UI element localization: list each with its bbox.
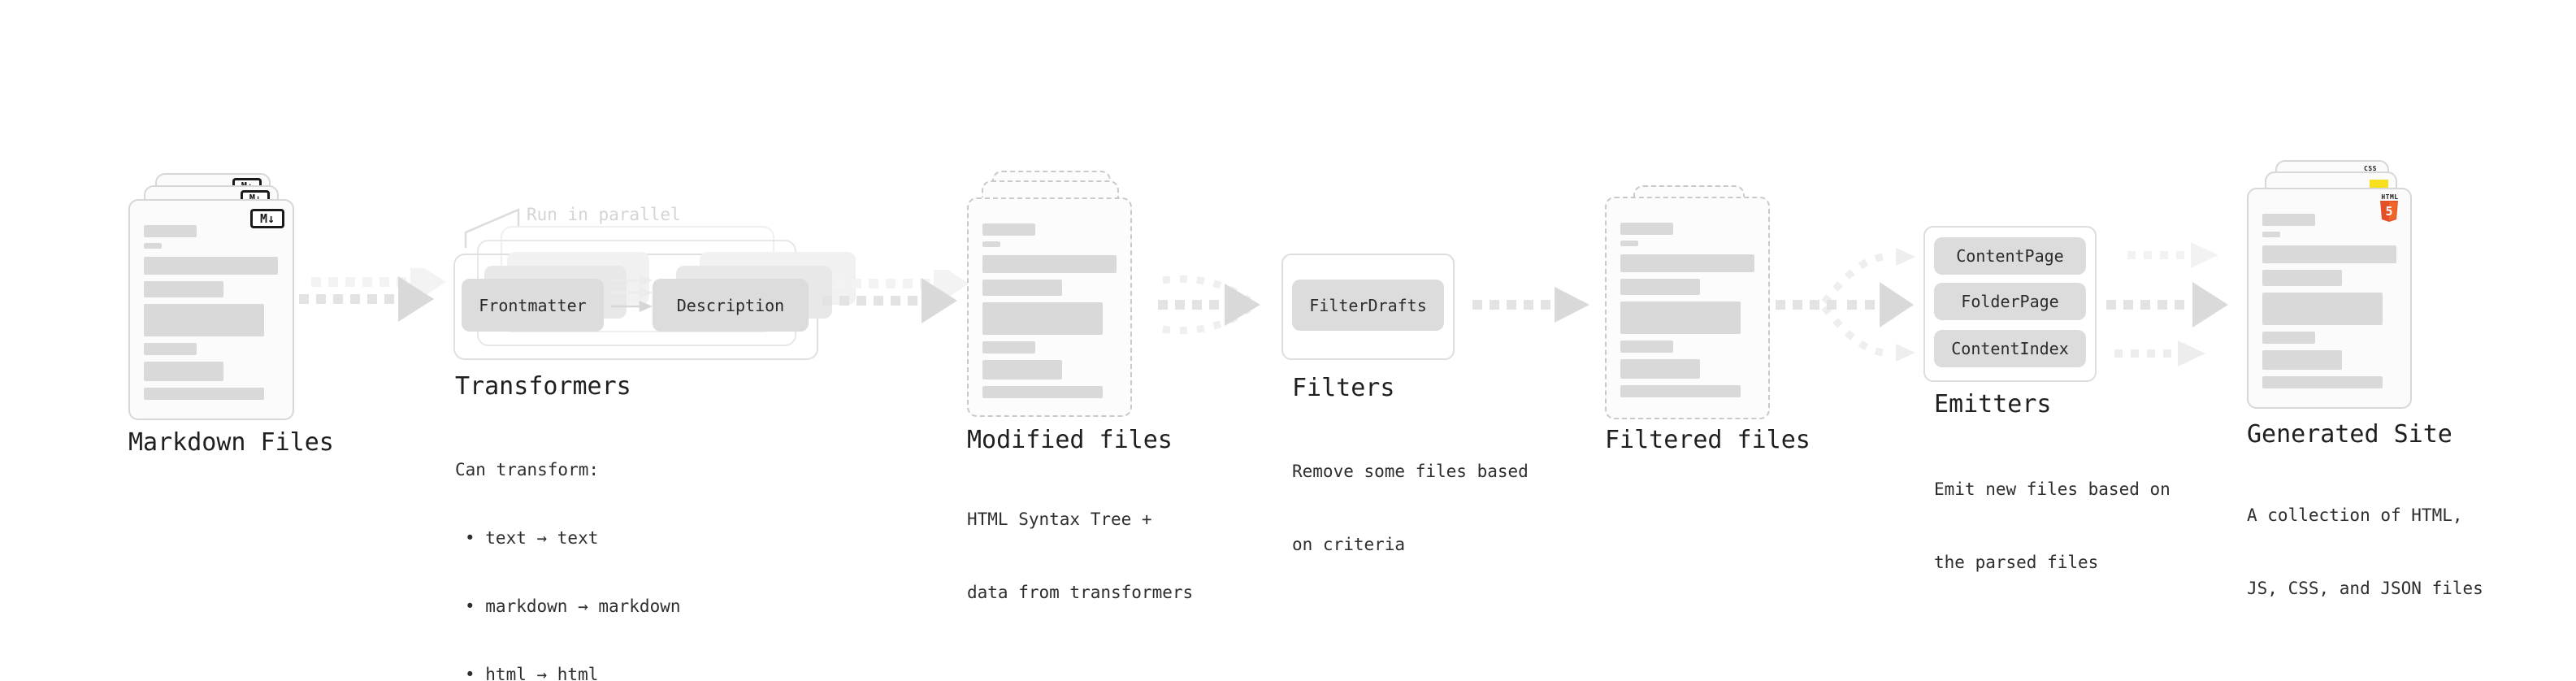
caption-line: Remove some files based — [1292, 462, 1529, 481]
file-card: HTML 5 — [2247, 188, 2412, 409]
skeleton-line — [1620, 279, 1700, 295]
caption-line: the parsed files — [1934, 553, 2099, 572]
skeleton-line — [2262, 376, 2383, 388]
caption-line: • text → text — [465, 528, 599, 548]
caption-line: on criteria — [1292, 535, 1406, 554]
skeleton-line — [2262, 270, 2342, 286]
skeleton-line — [1620, 340, 1673, 353]
flow-arrow-icon — [822, 270, 969, 323]
caption-line: A collection of HTML, — [2247, 505, 2463, 525]
stage-label-generated-site: Generated Site — [2247, 420, 2452, 449]
file-card — [967, 197, 1132, 417]
emitter-pill-contentindex: ContentIndex — [1934, 330, 2086, 367]
stage-label-filtered-files: Filtered files — [1605, 426, 1811, 454]
file-card: M↓ — [128, 199, 294, 420]
caption-line: • markdown → markdown — [465, 596, 681, 616]
emitter-pill-contentpage: ContentPage — [1934, 237, 2086, 275]
skeleton-line — [144, 281, 223, 297]
flow-arrow-icon — [299, 268, 445, 322]
run-in-parallel-annotation: Run in parallel — [527, 205, 681, 224]
stage-label-markdown-files: Markdown Files — [128, 428, 334, 457]
skeleton-line — [982, 255, 1117, 273]
stage-label-emitters: Emitters — [1934, 390, 2052, 419]
emitter-pill-folderpage: FolderPage — [1934, 283, 2086, 320]
skeleton-line — [144, 388, 264, 400]
skeleton-line — [1620, 359, 1700, 379]
skeleton-line — [1620, 241, 1638, 246]
transformer-pill-description: Description — [653, 279, 809, 332]
js-icon — [2370, 180, 2388, 188]
skeleton-line — [1620, 301, 1741, 334]
skeleton-line — [1620, 223, 1673, 235]
skeleton-line — [144, 362, 223, 381]
skeleton-line — [2262, 293, 2383, 325]
skeleton-line — [982, 302, 1103, 335]
diverge-arrow-icon — [1776, 248, 1915, 362]
html5-icon: HTML 5 — [2379, 193, 2400, 223]
flow-arrow-icon — [2106, 242, 2228, 367]
stage-label-modified-files: Modified files — [967, 426, 1173, 454]
skeleton-line — [1620, 254, 1754, 272]
caption-line: JS, CSS, and JSON files — [2247, 579, 2483, 598]
skeleton-line — [982, 241, 1000, 247]
skeleton-line — [144, 343, 197, 355]
annotation-leader-line — [464, 208, 520, 248]
skeleton-line — [2262, 232, 2280, 237]
markdown-icon: M↓ — [250, 209, 284, 228]
caption-line: Can transform: — [455, 460, 600, 479]
stage-label-filters: Filters — [1292, 374, 1395, 402]
skeleton-line — [2262, 350, 2342, 370]
caption-line: data from transformers — [967, 583, 1194, 602]
skeleton-line — [2262, 214, 2315, 226]
caption-line: • html → html — [465, 665, 599, 681]
stage-label-transformers: Transformers — [455, 372, 631, 401]
skeleton-line — [982, 341, 1035, 354]
caption-line: HTML Syntax Tree + — [967, 510, 1152, 529]
transformers-caption: Can transform: • text → text • markdown … — [455, 413, 681, 681]
skeleton-line — [2262, 332, 2315, 344]
skeleton-line — [144, 225, 197, 237]
skeleton-line — [982, 360, 1062, 380]
filters-caption: Remove some files based on criteria — [1292, 410, 1529, 605]
skeleton-line — [144, 304, 264, 336]
skeleton-line — [2262, 245, 2396, 263]
filter-pill-filterdrafts: FilterDrafts — [1292, 280, 1444, 331]
skeleton-line — [982, 386, 1103, 398]
parallel-arrows-icon — [611, 275, 653, 312]
converge-arrow-icon — [1158, 275, 1260, 335]
modified-caption: HTML Syntax Tree + data from transformer… — [967, 458, 1193, 653]
file-card — [1605, 197, 1770, 419]
html5-badge-text: HTML — [2381, 193, 2399, 201]
skeleton-line — [144, 257, 278, 275]
css-badge-text: CSS — [2364, 165, 2377, 172]
generated-caption: A collection of HTML, JS, CSS, and JSON … — [2247, 454, 2483, 649]
skeleton-line — [982, 223, 1035, 236]
transformer-pill-frontmatter: Frontmatter — [462, 279, 604, 332]
skeleton-line — [1620, 385, 1741, 397]
emitters-caption: Emit new files based on the parsed files — [1934, 428, 2171, 623]
skeleton-line — [982, 280, 1062, 296]
skeleton-line — [144, 243, 162, 249]
caption-line: Emit new files based on — [1934, 479, 2171, 499]
svg-text:5: 5 — [2385, 204, 2392, 219]
flow-arrow-icon — [1472, 287, 1589, 323]
